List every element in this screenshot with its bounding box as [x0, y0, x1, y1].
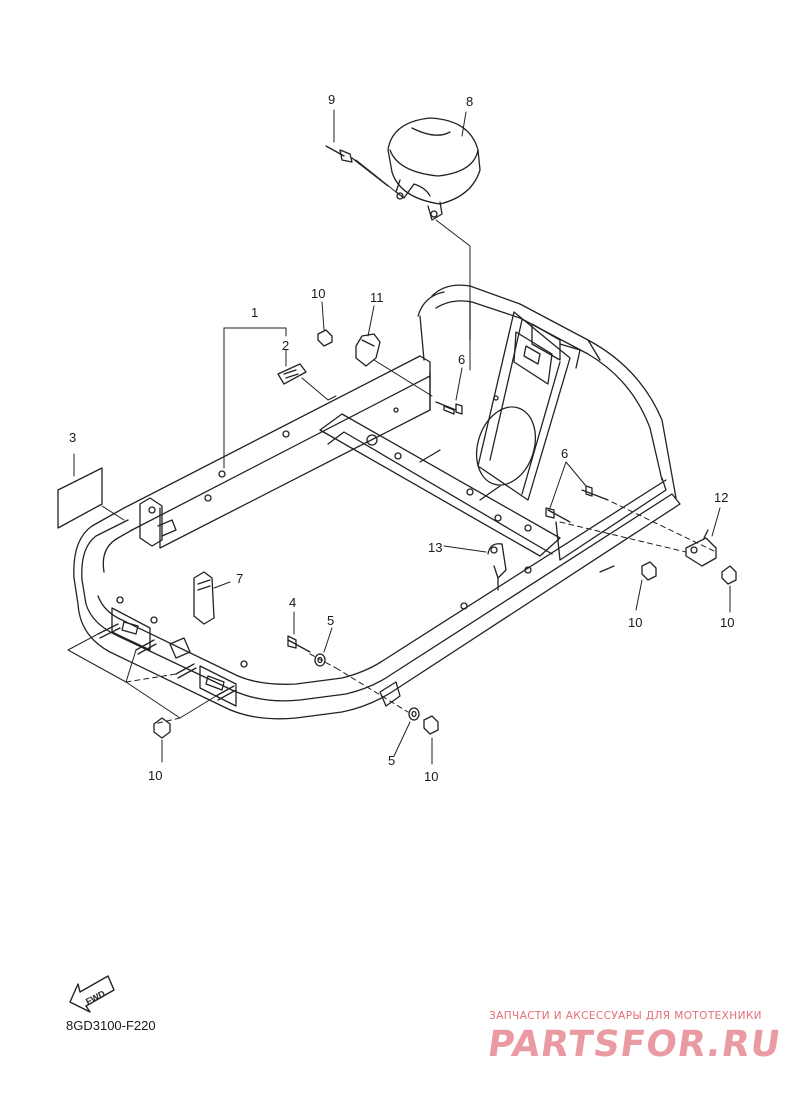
callout-10: 10 [311, 286, 325, 301]
leader-lines [67, 109, 731, 765]
callout-10: 10 [628, 615, 642, 630]
callout-4: 4 [289, 595, 296, 610]
fwd-label: FWD [84, 988, 107, 1007]
watermark-logo[interactable]: PARTSFOR.RU [485, 1024, 784, 1065]
callout-10: 10 [424, 769, 438, 784]
callout-3: 3 [69, 430, 76, 445]
callout-13: 13 [428, 540, 442, 555]
callout-9: 9 [328, 92, 335, 107]
pin-part-9 [325, 145, 389, 187]
washer-part-5-b [408, 707, 420, 721]
frame-rollbar [417, 284, 677, 501]
callout-11: 11 [370, 290, 384, 305]
callout-labels: 9 8 10 11 1 2 6 3 6 12 13 7 4 5 10 10 10… [69, 92, 734, 1007]
frame-side-rail [159, 355, 431, 549]
label-part-3 [57, 467, 103, 529]
clamp-part-13 [487, 543, 507, 591]
plate-part-7 [193, 571, 215, 625]
callout-8: 8 [466, 94, 473, 109]
drawing-code: 8GD3100-F220 [66, 1018, 156, 1033]
nut-part-10-rearmost [721, 565, 737, 585]
bolt-part-6-rear-a [581, 485, 609, 501]
callout-7: 7 [236, 571, 243, 586]
nut-part-10-mid [423, 715, 439, 735]
clip-part-11 [355, 333, 381, 367]
bracket-part-12 [685, 529, 717, 567]
watermark-tagline: ЗАПЧАСТИ И АКСЕССУАРЫ ДЛЯ МОТОТЕХНИКИ [489, 1010, 762, 1022]
callout-6: 6 [561, 446, 568, 461]
bolt-part-6-front [435, 401, 463, 415]
nut-part-10-top [317, 329, 333, 347]
studs [97, 623, 237, 701]
callout-10: 10 [148, 768, 162, 783]
frame-cross-member [319, 413, 561, 557]
callout-1: 1 [251, 305, 258, 320]
callout-5: 5 [327, 613, 334, 628]
callout-10: 10 [720, 615, 734, 630]
nut-part-10-front [153, 717, 171, 739]
frame-lower-brackets [111, 607, 237, 707]
grommet-part-2 [277, 363, 307, 385]
washer-part-5-a [314, 653, 326, 667]
nut-part-10-rear [641, 561, 657, 581]
bolt-part-6-rear-b [545, 507, 571, 523]
frame-rear-end [116, 477, 667, 707]
bolt-part-4 [287, 635, 311, 653]
seat-part-8 [387, 117, 481, 221]
frame-outer-tube [73, 355, 681, 720]
fwd-arrow-icon [69, 975, 115, 1013]
callout-6: 6 [458, 352, 465, 367]
callout-12: 12 [714, 490, 728, 505]
callout-2: 2 [282, 338, 289, 353]
callout-5: 5 [388, 753, 395, 768]
